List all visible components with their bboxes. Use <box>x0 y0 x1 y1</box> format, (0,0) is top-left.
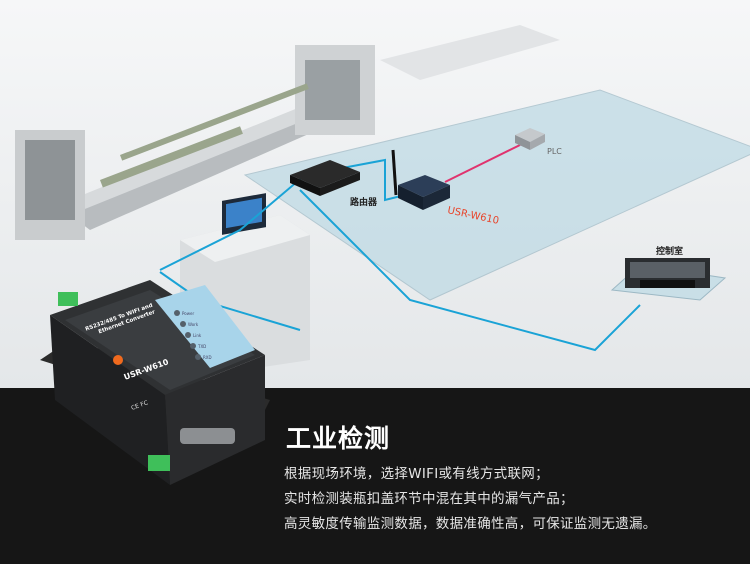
usr-w610-device: RS232/485 To WIFI and Ethernet Converter… <box>40 280 270 485</box>
status-leds <box>174 310 201 360</box>
conveyor-line <box>15 25 560 240</box>
led-power: Power <box>182 311 194 316</box>
led-txd: TXD <box>197 344 206 349</box>
serial-cable <box>444 144 521 183</box>
logo-icon <box>113 355 123 365</box>
caption-line: 实时检测装瓶扣盖环节中混在其中的漏气产品； <box>284 491 574 507</box>
caption-title: 工业检测 <box>286 424 391 453</box>
led-work: Work <box>188 322 199 327</box>
db9-serial-port <box>180 428 235 444</box>
router-icon <box>290 160 360 196</box>
plc-icon <box>515 128 545 150</box>
led-rxd: RXD <box>203 355 212 360</box>
plc-label: PLC <box>547 147 562 156</box>
terminal-block-top <box>58 292 78 306</box>
led-link: Link <box>193 333 202 338</box>
caption-line: 高灵敏度传输监测数据，数据准确性高，可保证监测无遗漏。 <box>284 516 657 532</box>
terminal-block-bottom <box>148 455 170 471</box>
caption-line: 根据现场环境，选择WIFI或有线方式联网； <box>284 466 549 482</box>
control-room-label: 控制室 <box>656 245 683 257</box>
router-label: 路由器 <box>350 196 378 208</box>
operator-workstation <box>180 193 310 375</box>
wifi-converter-icon <box>391 149 450 210</box>
control-room-icon <box>610 258 727 301</box>
